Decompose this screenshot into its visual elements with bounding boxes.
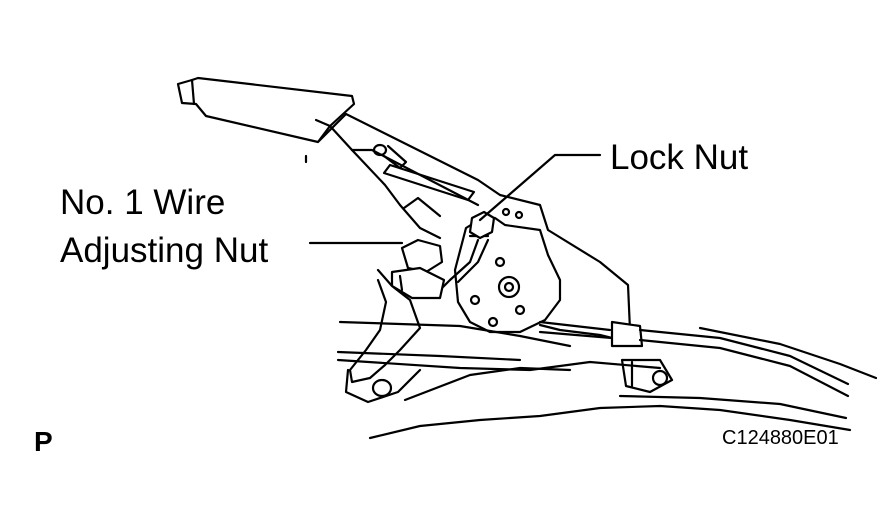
adjusting-nut-label-line1: No. 1 Wire bbox=[60, 183, 226, 222]
wire-adjusting-nut bbox=[390, 238, 446, 300]
lock-nut-label: Lock Nut bbox=[610, 138, 749, 177]
brake-cable bbox=[538, 320, 850, 398]
leader-lines bbox=[308, 153, 602, 245]
figure-code: C124880E01 bbox=[722, 427, 839, 449]
lock-nut-assembly bbox=[438, 210, 496, 292]
view-marker: P bbox=[34, 426, 53, 457]
floor-contours bbox=[336, 320, 877, 440]
bracket-plate bbox=[453, 207, 562, 334]
lock-nut-leader bbox=[478, 153, 602, 222]
adjusting-nut-label-line2: Adjusting Nut bbox=[60, 231, 269, 270]
